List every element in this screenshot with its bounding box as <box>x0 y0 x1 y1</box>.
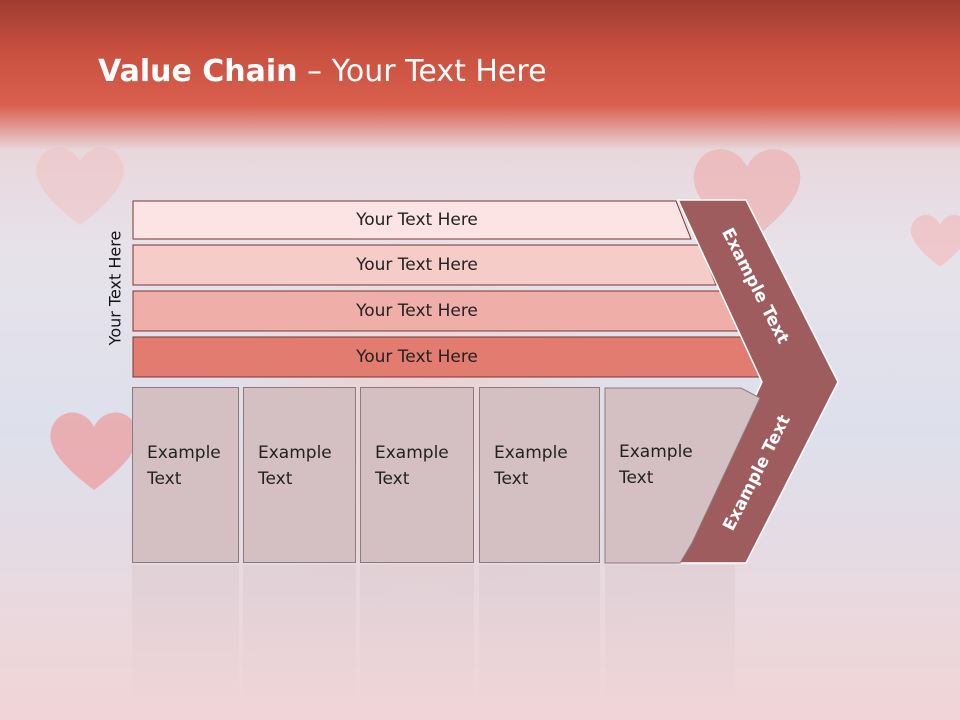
bar-label-4: Your Text Here <box>356 347 478 367</box>
box-1-line2: Text <box>147 469 182 489</box>
box-4-line2: Text <box>494 469 529 489</box>
bar-label-2: Your Text Here <box>356 255 478 275</box>
page-title: Value Chain – Your Text Here <box>98 54 547 89</box>
box-5-shape <box>604 387 761 564</box>
box-1-line1: Example <box>147 443 221 463</box>
heart-icon <box>50 412 138 490</box>
title-band <box>0 0 960 150</box>
heart-icon <box>36 147 124 225</box>
box-3: Example Text <box>360 387 474 563</box>
chevron-arrow <box>676 199 839 564</box>
heart-icon <box>910 215 960 267</box>
reflection <box>132 565 832 705</box>
bar-label-1: Your Text Here <box>356 210 478 230</box>
box-5-line1: Example <box>619 442 693 462</box>
box-5-line2: Text <box>619 468 654 488</box>
box-2: Example Text <box>243 387 356 563</box>
bar-shape-2 <box>132 244 717 286</box>
bar-label-3: Your Text Here <box>356 301 478 321</box>
box-4-line1: Example <box>494 443 568 463</box>
box-3-line1: Example <box>375 443 449 463</box>
box-3-line2: Text <box>375 469 410 489</box>
title-bold: Value Chain <box>98 54 298 89</box>
box-2-line2: Text <box>258 469 293 489</box>
box-5: Example Text <box>605 387 693 491</box>
bar-shape-1 <box>132 200 692 240</box>
box-4: Example Text <box>479 387 600 563</box>
box-2-line1: Example <box>258 443 332 463</box>
box-1: Example Text <box>132 387 239 563</box>
title-rest: – Your Text Here <box>297 54 547 89</box>
